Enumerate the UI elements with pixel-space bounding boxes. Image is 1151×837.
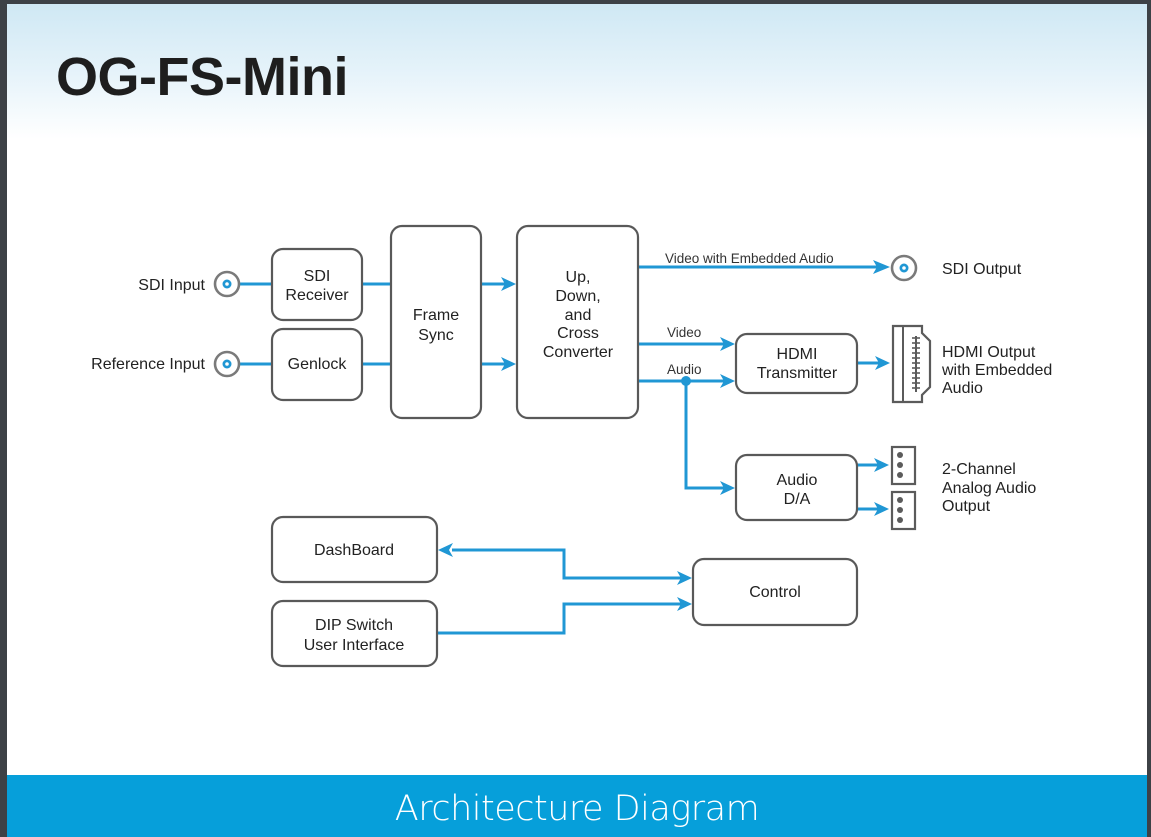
wire-dip-control [437, 602, 684, 635]
block-audio-da[interactable]: Audio D/A [734, 453, 859, 522]
terminal-block-icon [890, 490, 917, 531]
analog-audio-output-label: 2-Channel [942, 461, 1016, 478]
signal-label-video: Video [667, 325, 701, 340]
block-label: Genlock [288, 356, 348, 373]
block-frame-sync[interactable]: Frame Sync [389, 224, 483, 420]
block-dashboard[interactable]: DashBoard [270, 515, 439, 584]
arrowhead [677, 571, 692, 585]
arrowhead [874, 502, 889, 516]
block-label: Transmitter [757, 365, 838, 382]
wires [240, 260, 890, 635]
analog-audio-output-label: Analog Audio [942, 480, 1036, 497]
terminal-block-icon [890, 445, 917, 486]
bnc-connector-icon [890, 254, 918, 282]
block-label: and [565, 307, 592, 324]
block-label: DIP Switch [315, 617, 393, 634]
signal-label-video-embedded: Video with Embedded Audio [665, 251, 834, 266]
arrowhead [874, 458, 889, 472]
page-title: OG-FS-Mini [56, 47, 348, 107]
hdmi-output-label: with Embedded [941, 362, 1052, 379]
arrowhead [677, 597, 692, 611]
block-dip-switch[interactable]: DIP Switch User Interface [270, 599, 439, 668]
wire-control-dashboard [452, 548, 684, 580]
block-label: Cross [557, 325, 599, 342]
reference-input-label: Reference Input [91, 356, 205, 373]
block-label: Audio [777, 472, 818, 489]
block-label: DashBoard [314, 542, 394, 559]
arrowhead [501, 277, 516, 291]
block-label: HDMI [777, 346, 818, 363]
arrowhead [720, 481, 735, 495]
arrowhead [720, 374, 735, 388]
block-sdi-receiver[interactable]: SDI Receiver [270, 247, 364, 322]
block-converter[interactable]: Up, Down, and Cross Converter [515, 224, 640, 420]
arrowhead [875, 356, 890, 370]
block-label: Control [749, 584, 801, 601]
analog-audio-output-label: Output [942, 498, 991, 515]
signal-label-audio: Audio [667, 362, 702, 377]
bnc-connector-icon [213, 350, 241, 378]
arrowhead [438, 543, 453, 557]
footer-banner: Architecture Diagram [7, 775, 1147, 837]
block-hdmi-transmitter[interactable]: HDMI Transmitter [734, 332, 859, 395]
arrowhead [501, 357, 516, 371]
hdmi-output-label: HDMI Output [942, 344, 1036, 361]
sdi-output-label: SDI Output [942, 261, 1022, 278]
block-label: Converter [543, 344, 614, 361]
block-label: Receiver [285, 287, 349, 304]
architecture-diagram: SDI Input Reference Input SDI Receiver G… [91, 224, 1052, 668]
slide: OG-FS-Mini [7, 4, 1147, 837]
block-label: Down, [555, 288, 600, 305]
block-label: SDI [304, 268, 331, 285]
block-control[interactable]: Control [691, 557, 859, 627]
block-label: Frame [413, 307, 459, 324]
sdi-input-label: SDI Input [138, 277, 205, 294]
block-label: Up, [566, 269, 591, 286]
bnc-connector-icon [213, 270, 241, 298]
block-genlock[interactable]: Genlock [270, 327, 364, 402]
hdmi-port-icon [891, 324, 932, 404]
hdmi-output-label: Audio [942, 380, 983, 397]
block-label: D/A [784, 491, 811, 508]
block-label: User Interface [304, 637, 405, 654]
wire-audio-da [684, 381, 728, 490]
footer-title: Architecture Diagram [394, 789, 760, 829]
block-label: Sync [418, 327, 454, 344]
arrowhead [873, 260, 890, 274]
arrowhead [720, 337, 735, 351]
